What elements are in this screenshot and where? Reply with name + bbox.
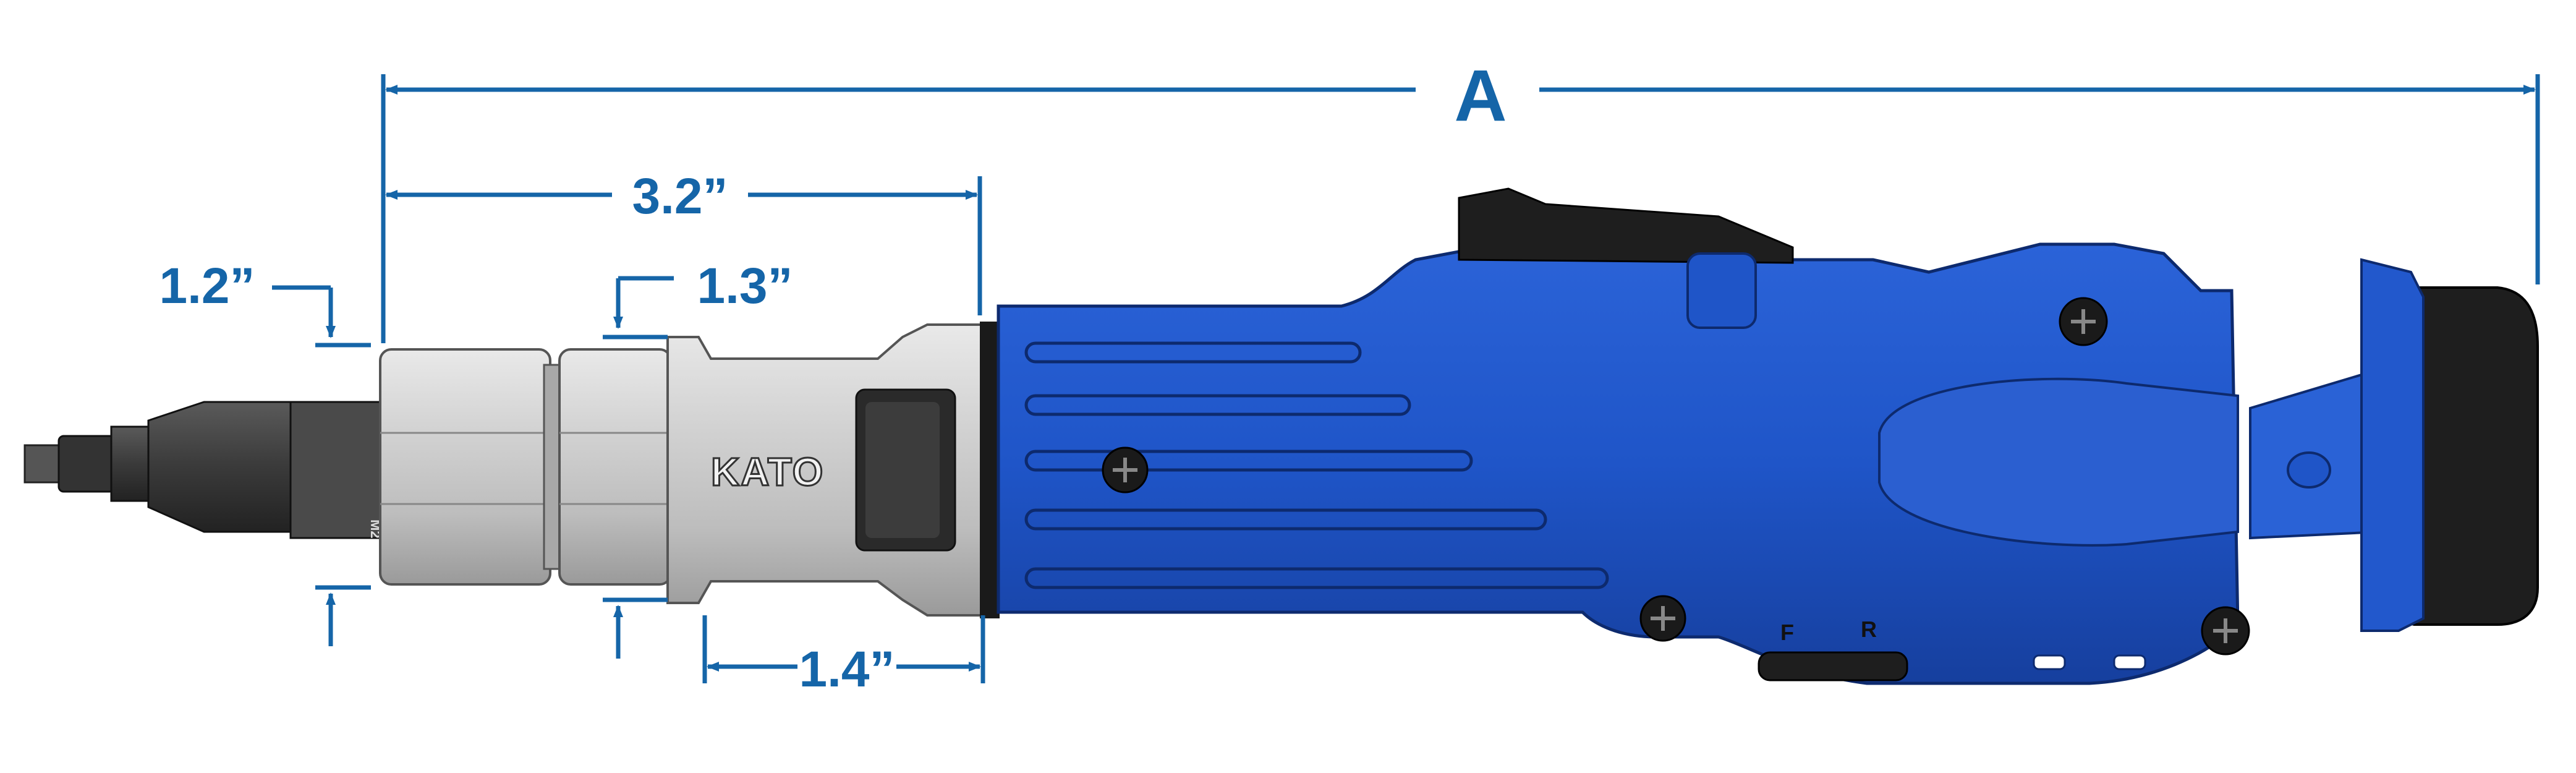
motor-housing: F R	[997, 187, 2382, 685]
dim-label-collar-length: 1.4”	[799, 641, 895, 698]
direction-switch	[1758, 651, 1908, 681]
screwdriver-illustration: M2 KATO	[23, 187, 2539, 685]
rear-end-cap	[2360, 258, 2539, 632]
brand-logo: KATO	[711, 450, 824, 494]
dim-label-tip-diameter: 1.2”	[159, 258, 255, 314]
dimension-annotations	[272, 74, 2540, 683]
bit-tip: M2	[23, 401, 385, 539]
collar: KATO	[666, 322, 1000, 618]
dim-label-nose-length: 3.2”	[632, 168, 728, 224]
dim-label-overall: A	[1454, 55, 1507, 137]
switch-reverse-label: R	[1861, 617, 1877, 642]
housing-screws	[1102, 297, 2250, 656]
vent-slots	[1024, 341, 1609, 589]
dim-label-nut-diameter: 1.3”	[697, 258, 793, 314]
switch-forward-label: F	[1780, 620, 1794, 645]
chuck-nut	[379, 348, 672, 586]
